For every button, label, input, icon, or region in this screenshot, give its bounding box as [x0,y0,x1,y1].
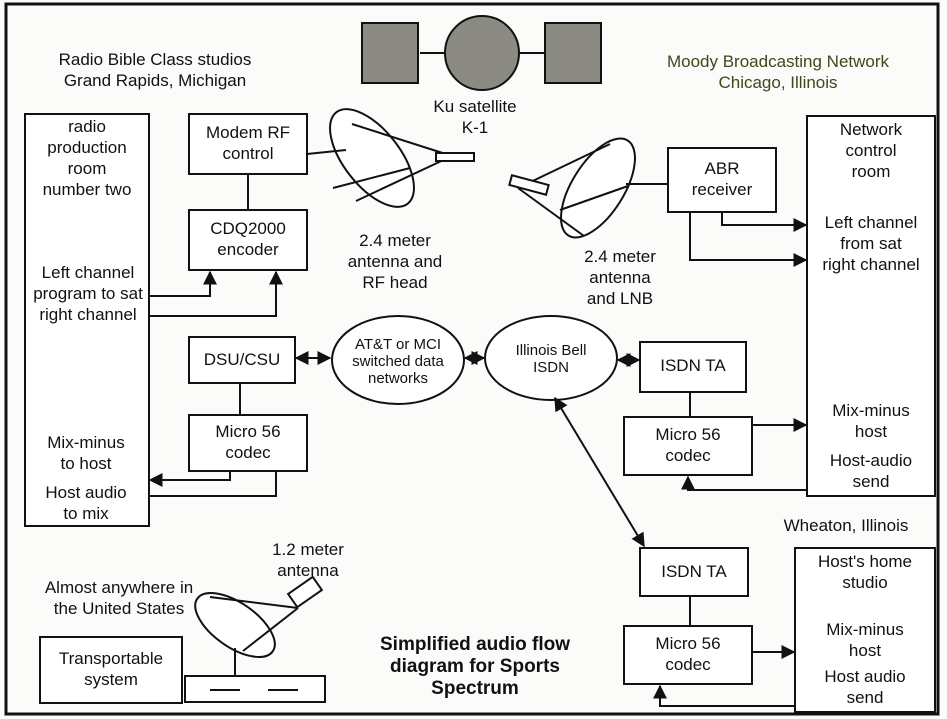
isdn-ta-wheaton-box [639,547,749,597]
isdn-ta-wheaton-label: ISDN TA [661,562,727,581]
cdq2000-encoder-box [188,209,308,271]
micro56-wheaton-box [623,625,753,685]
host-audio-send-wheaton-arrow [653,684,795,707]
dsu-csu-box [188,336,296,384]
small-dish-antenna-icon [184,575,326,703]
home-studio-box [794,547,936,713]
network-control-room-box [806,115,936,497]
abr-right-channel-arrow [689,212,808,267]
dsu-csu-label: DSU/CSU [203,350,281,369]
modem-rf-control-box [188,113,308,175]
micro-to-mix-minus-arrow [148,471,231,487]
satellite-icon [361,15,602,91]
abr-receiver-box [667,147,777,213]
isdn-ta-chicago-box [639,341,747,393]
left-channel-to-encoder-arrow [149,270,217,297]
transportable-system-box [39,636,183,704]
production-room-box [24,113,150,527]
ibell-to-isdn-wheaton-arrow [554,396,645,548]
host-audio-to-micro-line [149,471,277,497]
left-dish-antenna-icon [329,108,475,208]
outer-frame [4,2,940,716]
abr-left-channel-arrow [721,212,808,232]
micro56-chicago-box [623,416,753,476]
right-dish-antenna-icon [508,137,636,239]
wheaton-site-label: Wheaton, Illinois [783,516,909,535]
micro56-left-box [188,414,308,472]
host-audio-send-chicago-arrow [681,475,807,491]
isdn-ta-chicago-label: ISDN TA [660,356,726,375]
modem-to-antenna-line [306,149,347,155]
right-channel-to-encoder-arrow [149,270,283,317]
